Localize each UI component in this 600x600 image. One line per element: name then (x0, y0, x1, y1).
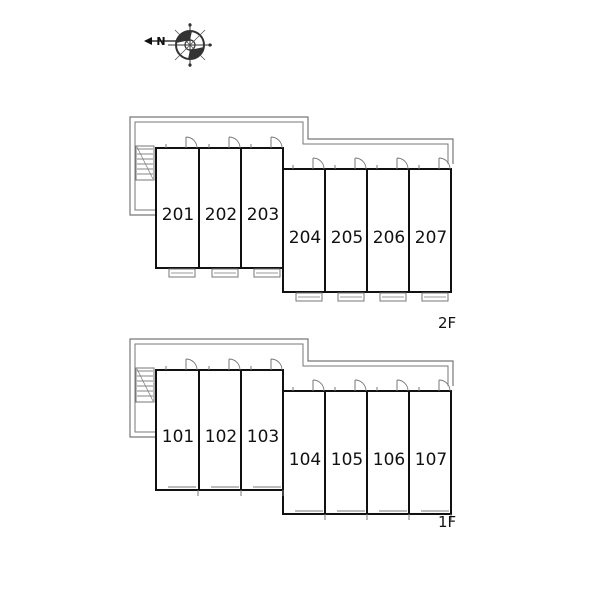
door-icon (312, 379, 325, 392)
north-arrow-icon (144, 37, 176, 45)
floor-label-1F: 1F (438, 513, 456, 531)
unit-label-204: 204 (289, 228, 321, 248)
door-swing (354, 379, 367, 392)
unit-label-202: 202 (205, 205, 237, 225)
door-icon (185, 136, 198, 149)
door-swing (228, 136, 241, 149)
door-swing (396, 157, 409, 170)
compass-north-label: N (156, 35, 165, 48)
balcony (337, 292, 365, 302)
door-swing (396, 379, 409, 392)
door-swing (270, 136, 283, 149)
door-swing (354, 157, 367, 170)
stair-diagonal (136, 146, 154, 180)
door-swing (228, 358, 241, 371)
door-swing (185, 136, 198, 149)
unit-label-205: 205 (331, 228, 363, 248)
door-icon (270, 358, 283, 371)
unit-label-203: 203 (247, 205, 279, 225)
door-icon (438, 379, 451, 392)
door-icon (228, 358, 241, 371)
balcony (295, 292, 323, 302)
door-swing (438, 379, 451, 392)
corridor-outline (129, 338, 454, 438)
door-swing (312, 157, 325, 170)
stair-box (135, 145, 155, 181)
balcony (253, 268, 281, 278)
door-swing (270, 358, 283, 371)
door-swing (185, 358, 198, 371)
unit-label-101: 101 (162, 427, 194, 447)
door-icon (396, 379, 409, 392)
unit-label-102: 102 (205, 427, 237, 447)
staircase-icon (135, 367, 155, 403)
floor-1F: 101 102 103 104 105 106 107 1F (129, 338, 456, 531)
door-icon (270, 136, 283, 149)
unit-label-206: 206 (373, 228, 405, 248)
floor-label-2F: 2F (438, 314, 456, 332)
door-icon (185, 358, 198, 371)
door-swing (438, 157, 451, 170)
compass-icon (168, 23, 212, 67)
door-icon (438, 157, 451, 170)
balcony (211, 268, 239, 278)
corridor-inner-outline (134, 343, 449, 433)
stair-box (135, 367, 155, 403)
unit-label-103: 103 (247, 427, 279, 447)
unit-label-105: 105 (331, 450, 363, 470)
floor-2F: 201 202 203 204 205 206 207 2F (129, 116, 456, 332)
balcony (421, 292, 449, 302)
unit-label-104: 104 (289, 450, 321, 470)
door-icon (354, 157, 367, 170)
door-swing (312, 379, 325, 392)
stair-diagonal (136, 368, 154, 402)
corridor-outline (129, 116, 454, 216)
door-icon (396, 157, 409, 170)
unit-label-106: 106 (373, 450, 405, 470)
corridor-inner-outline (134, 121, 449, 211)
staircase-icon (135, 145, 155, 181)
door-icon (312, 157, 325, 170)
door-icon (228, 136, 241, 149)
unit-label-107: 107 (415, 450, 447, 470)
unit-label-201: 201 (162, 205, 194, 225)
unit-label-207: 207 (415, 228, 447, 248)
building-outline (155, 369, 452, 515)
balcony (168, 268, 196, 278)
door-icon (354, 379, 367, 392)
balcony (379, 292, 407, 302)
building-outline (155, 147, 452, 293)
